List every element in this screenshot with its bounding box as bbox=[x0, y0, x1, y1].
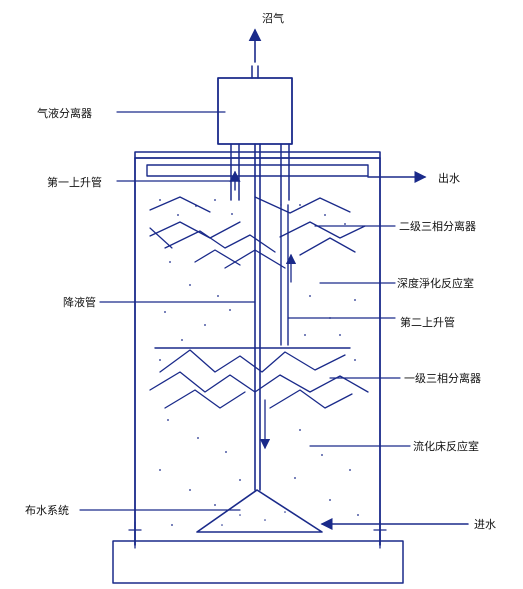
label-downcomer: 降液管 bbox=[63, 295, 96, 309]
foundation bbox=[112, 540, 404, 584]
label-inlet: 进水 bbox=[474, 518, 496, 531]
label-gas-liquid-separator: 气液分离器 bbox=[37, 106, 92, 120]
downcomer-pipe bbox=[254, 143, 271, 491]
label-second-riser: 第二上升管 bbox=[400, 315, 455, 329]
label-primary-separator: 一级三相分离器 bbox=[404, 371, 481, 385]
label-deep-purification-chamber: 深度淨化反应室 bbox=[397, 276, 474, 290]
label-fluidized-bed-chamber: 流化床反应室 bbox=[413, 439, 479, 453]
reactor-tank bbox=[134, 151, 381, 546]
label-secondary-separator: 二级三相分离器 bbox=[399, 219, 476, 233]
anchor-marks bbox=[128, 521, 387, 549]
label-first-riser: 第一上升管 bbox=[47, 175, 102, 189]
primary-three-phase-separator bbox=[149, 347, 369, 409]
sludge-particles bbox=[159, 199, 359, 526]
secondary-three-phase-separator bbox=[149, 196, 366, 269]
leader-lines bbox=[79, 111, 411, 511]
label-biogas: 沼气 bbox=[262, 11, 284, 25]
first-riser-pipes bbox=[229, 143, 290, 206]
gas-liquid-separator-box bbox=[217, 65, 293, 145]
distribution-cone bbox=[196, 489, 323, 533]
second-riser-pipe bbox=[280, 204, 297, 346]
label-distribution-system: 布水系统 bbox=[25, 504, 69, 517]
label-outlet: 出水 bbox=[438, 171, 460, 185]
